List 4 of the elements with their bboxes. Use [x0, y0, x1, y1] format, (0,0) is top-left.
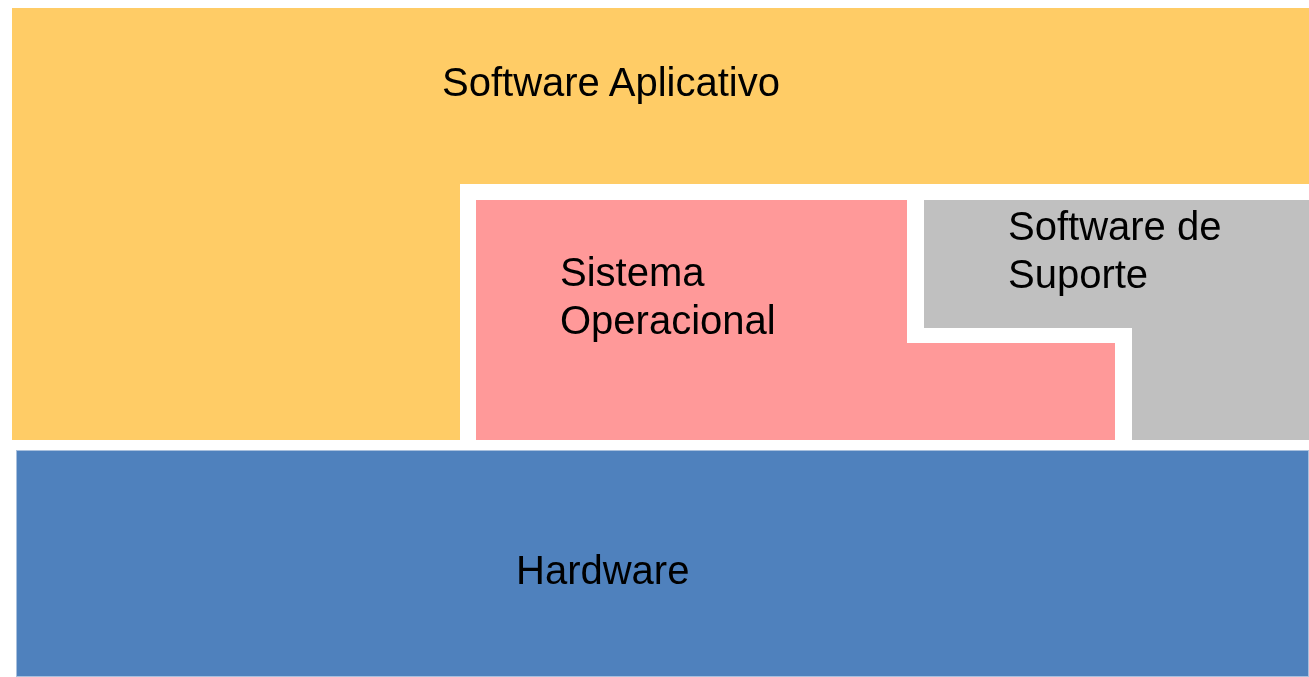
- layer-label: Software Aplicativo: [442, 59, 781, 106]
- layer-label: Sistema Operacional: [560, 249, 777, 344]
- layer-label: Hardware: [516, 547, 691, 594]
- layer-label: Software de Suporte: [1008, 203, 1223, 298]
